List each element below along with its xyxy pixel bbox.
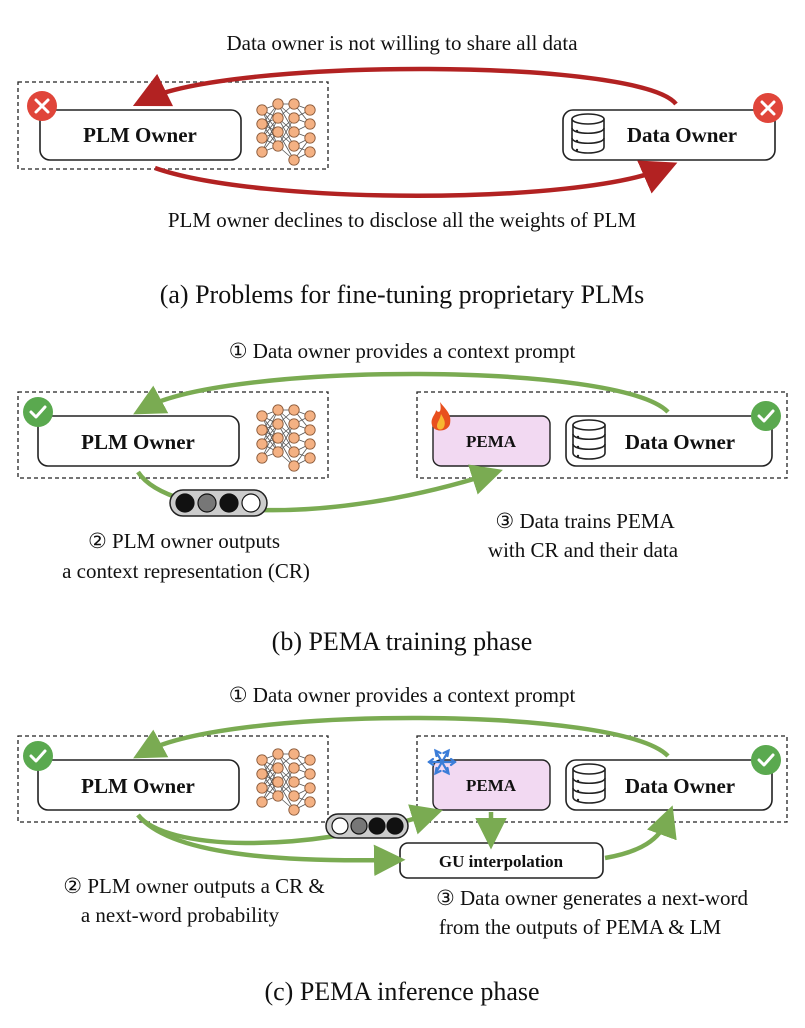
green-arrow-step1-b [133, 371, 670, 415]
green-arrow-step1-c [133, 715, 670, 759]
green-arrow-gu-to-data-owner [604, 805, 677, 861]
plm-owner-group-c [17, 735, 329, 823]
panel-b-caption: (b) PEMA training phase [272, 627, 533, 656]
panel-c-step1: ① Data owner provides a context prompt [229, 683, 576, 707]
panel-c-step3-line1: ③ Data owner generates a next-word [436, 886, 749, 910]
panel-b-step2-line1: ② PLM owner outputs [88, 529, 280, 553]
red-arrow-plm-to-data [154, 160, 678, 198]
data-owner-label-a: Data Owner [627, 123, 737, 147]
panel-c-step3-line2: from the outputs of PEMA & LM [439, 915, 722, 939]
panel-a-bottom-label: PLM owner declines to disclose all the w… [168, 208, 637, 232]
data-owner-box-b [565, 415, 773, 467]
data-owner-group-c [416, 735, 788, 823]
data-owner-group-b [416, 391, 788, 479]
check-icon [21, 395, 55, 429]
plm-owner-label-a: PLM Owner [83, 123, 197, 147]
neural-network-icon [256, 98, 316, 166]
panel-a-top-label: Data owner is not willing to share all d… [226, 31, 578, 55]
close-icon [25, 89, 59, 123]
panel-b-step2-line2: a context representation (CR) [62, 559, 310, 583]
plm-owner-box-a [39, 109, 242, 161]
data-owner-label-c: Data Owner [625, 774, 735, 798]
plm-owner-label-b: PLM Owner [81, 430, 195, 454]
neural-network-icon [256, 748, 316, 816]
fire-icon [431, 402, 451, 431]
check-icon [21, 739, 55, 773]
data-owner-box-a [562, 109, 776, 161]
green-arrow-prob-to-gu [136, 813, 406, 877]
plm-owner-box-c [37, 759, 240, 811]
red-arrow-data-to-plm [132, 66, 678, 107]
green-arrow-step2-b [136, 464, 503, 513]
close-icon [751, 91, 785, 125]
plm-owner-box-b [37, 415, 240, 467]
panel-a: Data owner is not willing to share all d… [17, 31, 785, 309]
plm-owner-group-b [17, 391, 329, 479]
pema-label-c: PEMA [466, 776, 517, 795]
panel-a-caption: (a) Problems for fine-tuning proprietary… [160, 280, 645, 309]
panel-c-step2-line2: a next-word probability [81, 903, 280, 927]
panel-c-step2-line1: ② PLM owner outputs a CR & [63, 874, 325, 898]
database-icon [572, 419, 606, 460]
gu-interpolation-label: GU interpolation [439, 852, 564, 871]
pema-label-b: PEMA [466, 432, 517, 451]
snowflake-icon [427, 748, 457, 776]
panel-b-step1: ① Data owner provides a context prompt [229, 339, 576, 363]
token-circles [169, 489, 268, 517]
panel-b: ① Data owner provides a context prompt P… [17, 339, 788, 656]
database-icon [571, 113, 605, 154]
check-icon [749, 399, 783, 433]
panel-c-caption: (c) PEMA inference phase [264, 977, 539, 1006]
neural-network-icon [256, 404, 316, 472]
database-icon [572, 763, 606, 804]
panel-b-step3-line1: ③ Data trains PEMA [495, 509, 675, 533]
check-icon [749, 743, 783, 777]
panel-c: ① Data owner provides a context prompt P… [17, 683, 788, 1006]
token-circles [325, 813, 409, 839]
panel-b-step3-line2: with CR and their data [488, 538, 679, 562]
pema-box-c [432, 759, 551, 811]
plm-owner-label-c: PLM Owner [81, 774, 195, 798]
data-owner-label-b: Data Owner [625, 430, 735, 454]
